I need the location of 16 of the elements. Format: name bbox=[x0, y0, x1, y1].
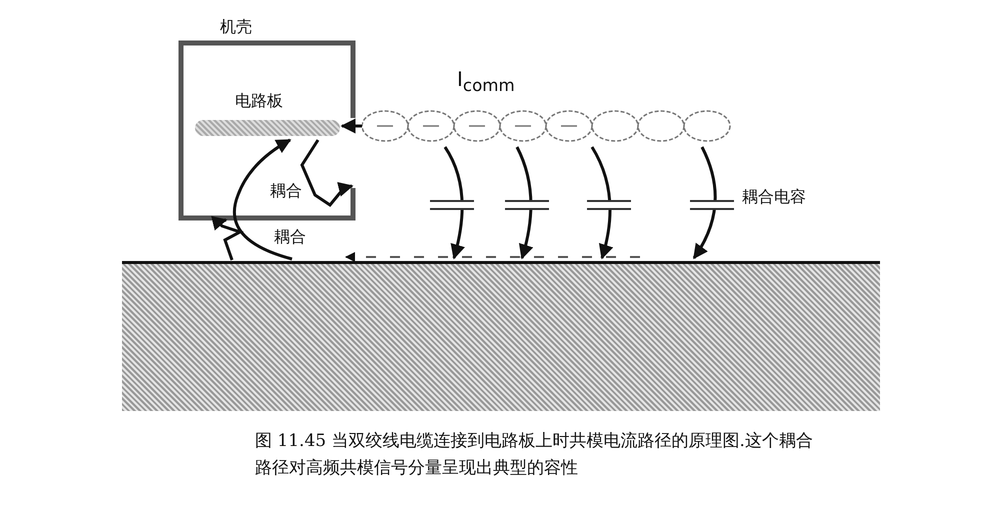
arrow bbox=[211, 216, 244, 260]
capacitor-label: 耦合电容 bbox=[742, 188, 806, 206]
arrow bbox=[590, 146, 613, 260]
circuit-board-label: 电路板 bbox=[235, 92, 283, 110]
edge-label: 耦合 bbox=[272, 228, 308, 246]
arrow bbox=[340, 118, 362, 134]
arrow bbox=[444, 146, 465, 260]
ground-plane bbox=[122, 261, 880, 411]
edge-label: 耦合 bbox=[268, 182, 304, 200]
caption: 图 11.45 当双绞线电缆连接到电路板上时共模电流路径的原理图.这个耦合路径对高频共模信号分量呈现出典型的容性 bbox=[255, 430, 814, 480]
arrow bbox=[233, 138, 292, 260]
arrow bbox=[516, 146, 533, 260]
current-label: I$_{comm}$ bbox=[457, 68, 515, 96]
chassis-label: 机壳 bbox=[220, 18, 252, 36]
arrow bbox=[300, 139, 354, 207]
arrow bbox=[692, 146, 717, 260]
